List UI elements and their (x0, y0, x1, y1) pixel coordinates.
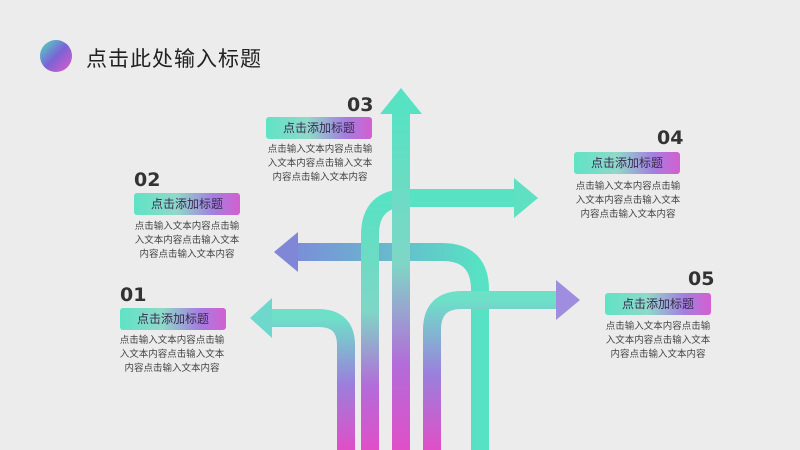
arrow-02-shape (274, 232, 489, 450)
item-03-number: 03 (347, 94, 374, 116)
item-01-heading[interactable]: 点击添加标题 (120, 308, 226, 330)
arrow-05-shape (423, 280, 580, 450)
item-04-number: 04 (657, 127, 684, 149)
item-05-number: 05 (688, 268, 715, 290)
item-03-text[interactable]: 点击输入文本内容点击输入文本内容点击输入文本内容点击输入文本内容 (267, 144, 373, 183)
page-title: 点击此处输入标题 (86, 47, 262, 71)
item-02-heading[interactable]: 点击添加标题 (134, 193, 240, 215)
arrow-03-shape (380, 88, 422, 450)
item-02-text[interactable]: 点击输入文本内容点击输入文本内容点击输入文本内容点击输入文本内容 (134, 221, 240, 260)
item-01-text[interactable]: 点击输入文本内容点击输入文本内容点击输入文本内容点击输入文本内容 (119, 335, 225, 374)
arrow-01-shape (250, 298, 355, 450)
item-02-number: 02 (134, 169, 161, 191)
item-05-heading[interactable]: 点击添加标题 (605, 293, 711, 315)
title-bullet-icon (40, 40, 72, 72)
item-03-heading[interactable]: 点击添加标题 (266, 117, 372, 139)
item-05-text[interactable]: 点击输入文本内容点击输入文本内容点击输入文本内容点击输入文本内容 (605, 321, 711, 360)
item-04-heading[interactable]: 点击添加标题 (574, 152, 680, 174)
item-04-text[interactable]: 点击输入文本内容点击输入文本内容点击输入文本内容点击输入文本内容 (575, 181, 681, 220)
item-01-number: 01 (120, 284, 147, 306)
